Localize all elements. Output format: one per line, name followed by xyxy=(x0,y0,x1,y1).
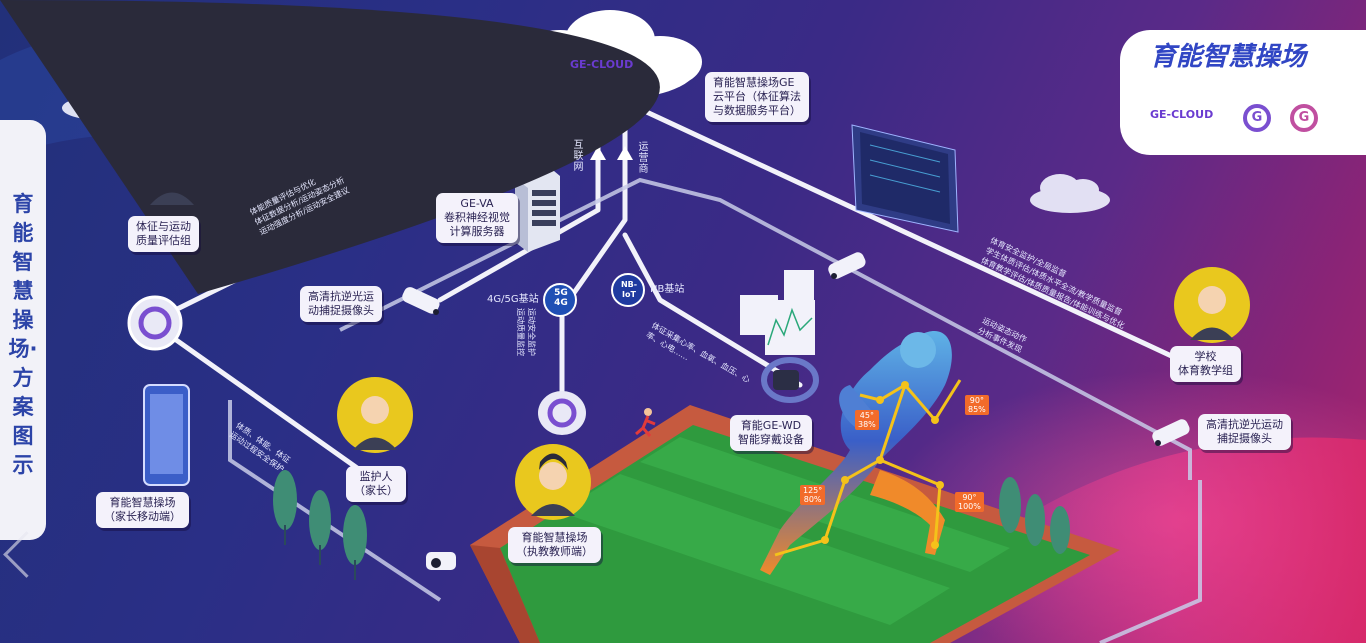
badge-5g: 5G 4G xyxy=(554,288,568,308)
internet-text: 互联网 xyxy=(573,140,584,173)
station-nb-text: NB基站 xyxy=(650,284,685,295)
wearable-label: 育能GE-WD 智能穿戴设备 xyxy=(730,415,812,451)
joint-tag-2: 90° 85% xyxy=(965,395,989,415)
camera-right-label: 高清抗逆光运动 捕捉摄像头 xyxy=(1198,414,1291,450)
hub-g-icon xyxy=(127,295,586,435)
camera-left-label: 高清抗逆光运 动捕捉摄像头 xyxy=(300,286,382,322)
gpu-server-label: GE-VA 卷积神经视觉 计算服务器 xyxy=(436,193,518,243)
badge-nb-iot: NB- IoT xyxy=(620,280,638,299)
operator-text: 运营商 xyxy=(638,142,649,175)
teacher-app-label: 育能智慧操场 （执教教师端） xyxy=(508,527,601,563)
safety-text: 运动安全监护 运动质量监控 xyxy=(516,308,536,356)
joint-tag-4: 90° 100% xyxy=(955,492,984,512)
cloud-logo: GE-CLOUD xyxy=(570,58,634,71)
joint-tag-1: 45° 38% xyxy=(855,410,879,430)
brand-title: 育能智慧操场 xyxy=(1150,42,1307,72)
guardian-label: 监护人 （家长） xyxy=(346,466,406,502)
station-5g-text: 4G/5G基站 xyxy=(487,294,539,305)
cloud-platform-label: 育能智慧操场GE 云平台（体征算法 与数据服务平台） xyxy=(705,72,809,122)
side-title-panel xyxy=(0,120,46,540)
cameras xyxy=(402,252,1190,570)
wearable-visuals xyxy=(740,270,819,403)
brand-card xyxy=(1120,30,1366,155)
parent-app-label: 育能智慧操场 （家长移动端） xyxy=(96,492,189,528)
brand-logo-g1: G xyxy=(1243,104,1271,132)
brand-logo-g2: G xyxy=(1290,104,1318,132)
small-runner xyxy=(635,408,656,437)
server-rack xyxy=(515,166,560,252)
trees xyxy=(273,470,1070,565)
side-title: 育能智慧操场·方案图示 xyxy=(8,192,38,477)
network-badges xyxy=(543,273,645,317)
brand-logo-gecloud: GE-CLOUD xyxy=(1150,108,1214,121)
school-label: 学校 体育教学组 xyxy=(1170,346,1241,382)
assessment-group-label: 体征与运动 质量评估组 xyxy=(128,216,199,252)
joint-tag-3: 125° 80% xyxy=(800,485,826,505)
phone-device xyxy=(143,384,190,486)
